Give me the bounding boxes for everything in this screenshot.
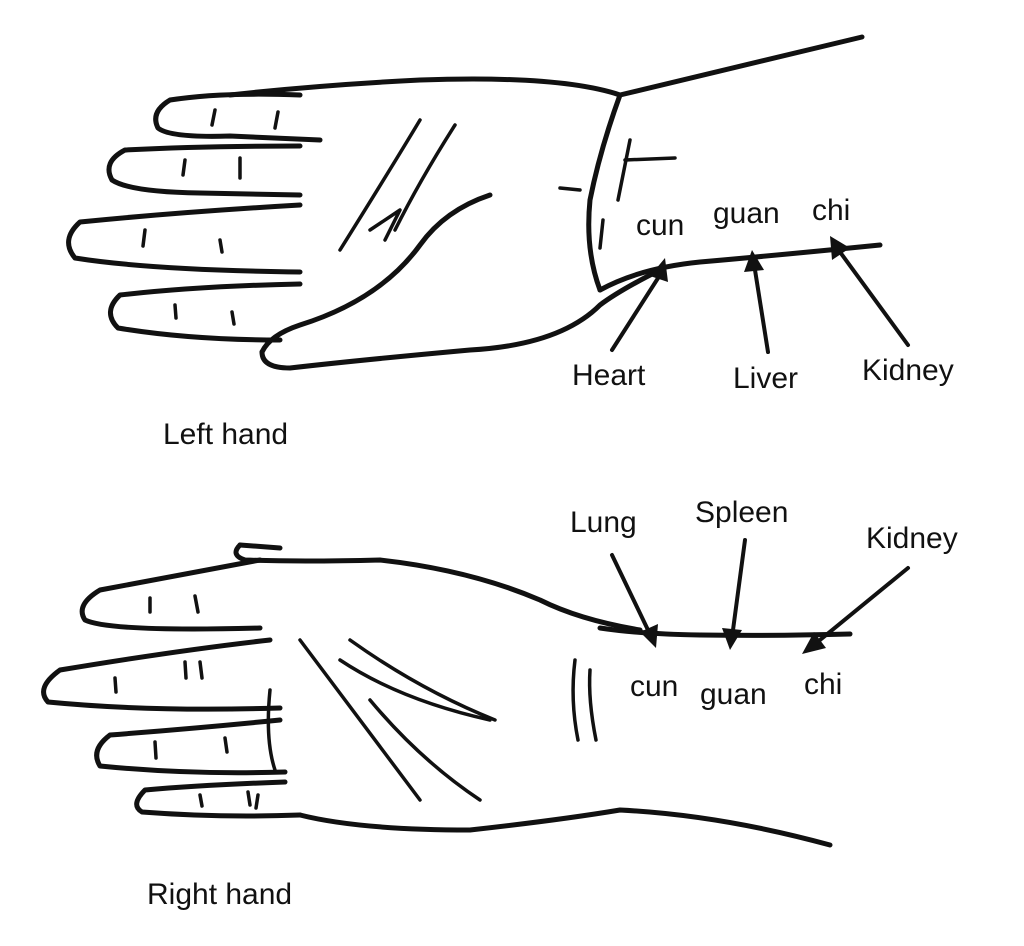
- left-liver-label: Liver: [733, 362, 799, 395]
- left-kidney-label: Kidney: [862, 354, 954, 387]
- right-lung-label: Lung: [570, 506, 637, 539]
- left-heart-label: Heart: [572, 359, 646, 392]
- left-guan-label: guan: [713, 197, 780, 230]
- left-hand-drawing: [66, 34, 865, 371]
- right-hand-caption: Right hand: [147, 878, 293, 911]
- left-liver-arrow: [744, 250, 770, 354]
- right-spleen-label: Spleen: [695, 496, 789, 529]
- left-heart-arrow: [610, 258, 668, 352]
- left-hand-caption: Left hand: [163, 418, 289, 451]
- left-kidney-arrow: [830, 236, 910, 347]
- right-kidney-arrow: [802, 566, 910, 654]
- right-chi-label: chi: [804, 668, 843, 701]
- right-cun-label: cun: [630, 670, 679, 703]
- right-lung-arrow: [610, 553, 658, 648]
- left-cun-label: cun: [636, 209, 685, 242]
- right-radial-pulse-line: [597, 625, 853, 638]
- right-kidney-label: Kidney: [866, 522, 958, 555]
- left-chi-label: chi: [812, 194, 851, 227]
- right-hand-drawing: [41, 542, 833, 848]
- right-guan-label: guan: [700, 678, 767, 711]
- right-spleen-arrow: [722, 538, 747, 650]
- left-radial-pulse-line: [597, 242, 883, 293]
